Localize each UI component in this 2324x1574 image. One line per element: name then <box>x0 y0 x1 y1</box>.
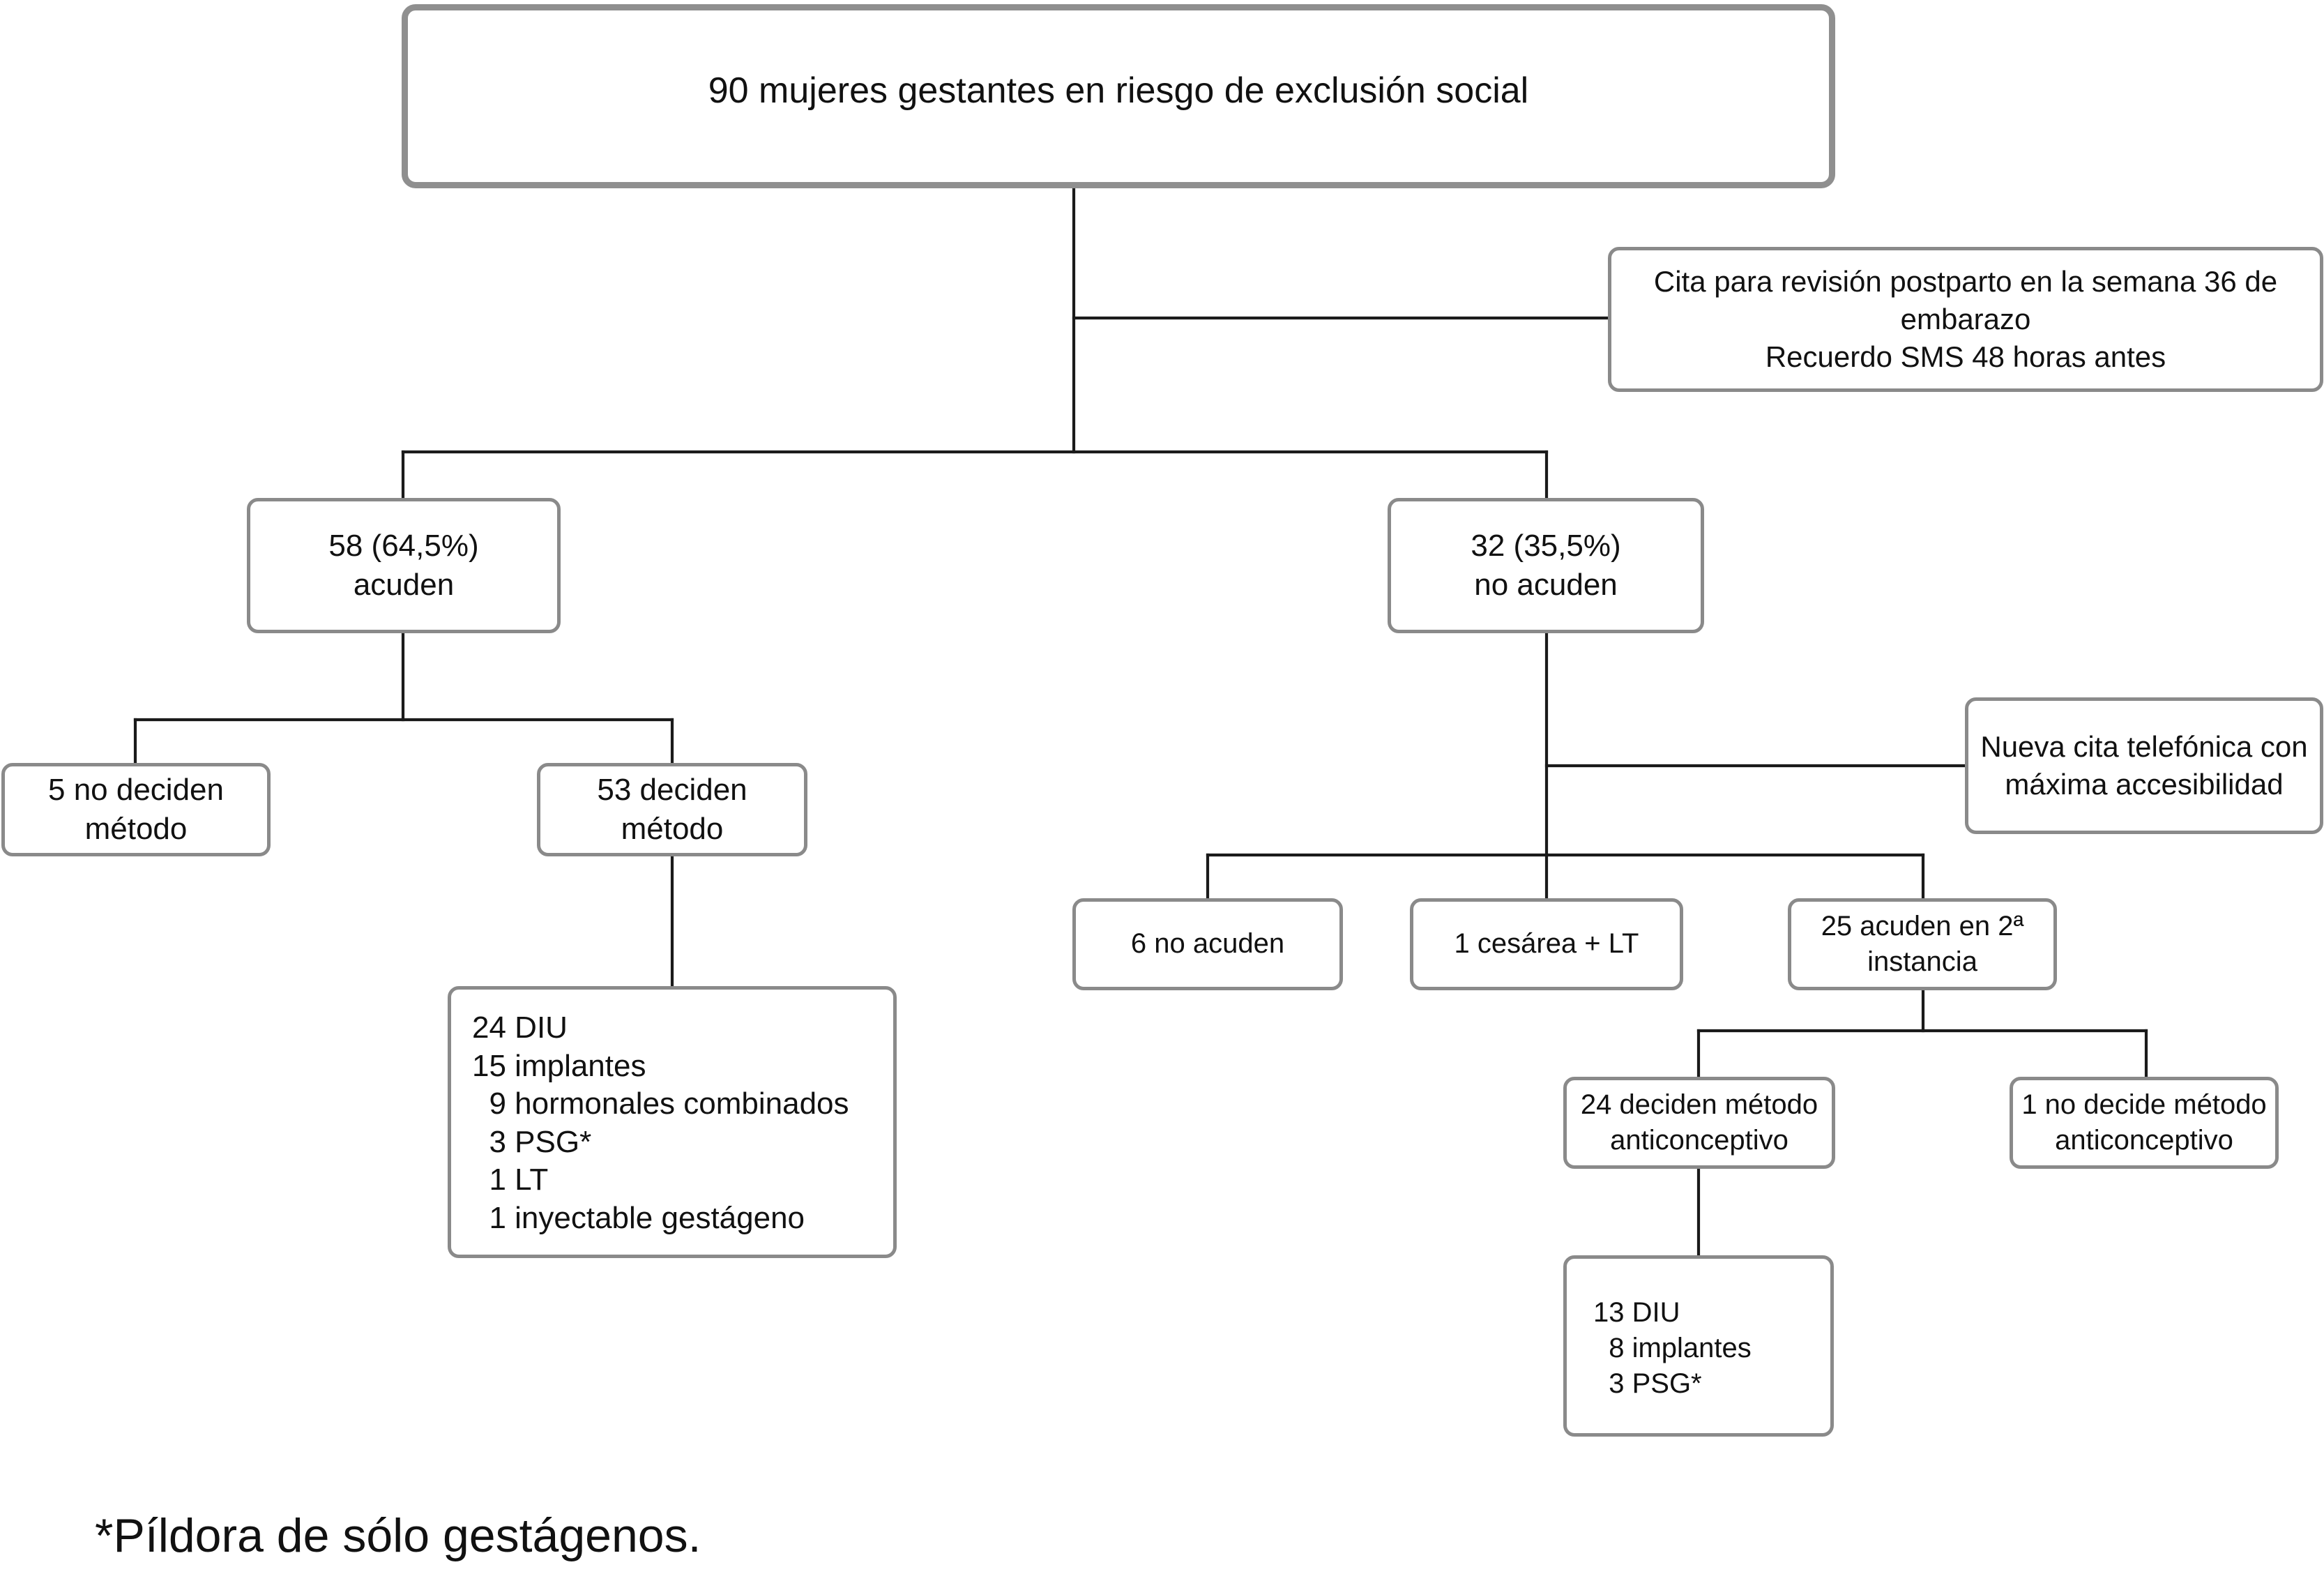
nueva-cita-line-1: Nueva cita telefónica con <box>1980 730 2308 764</box>
right-method-diu: 13 DIU <box>1593 1297 1680 1328</box>
method-implantes: 15 implantes <box>472 1048 646 1083</box>
root-node: 90 mujeres gestantes en riesgo de exclus… <box>402 4 1835 188</box>
no-acuden-label: no acuden <box>1474 568 1618 602</box>
no-acuden-final-label: 6 no acuden <box>1130 928 1285 960</box>
cita-note: Cita para revisión postparto en la seman… <box>1608 247 2323 392</box>
cesarea-node: 1 cesárea + LT <box>1410 898 1683 990</box>
no-deciden-line-2: método <box>84 812 188 846</box>
segunda-instancia-node: 25 acuden en 2ª instancia <box>1788 898 2057 990</box>
cita-note-line-1: Cita para revisión postparto en la seman… <box>1653 265 2278 298</box>
method-lt: 1 LT <box>472 1163 549 1197</box>
cita-note-line-2: embarazo <box>1900 303 2031 336</box>
nueva-cita-note: Nueva cita telefónica con máxima accesib… <box>1965 697 2323 834</box>
cesarea-label: 1 cesárea + LT <box>1454 928 1639 960</box>
segunda-methods-list: 13 DIU 8 implantes 3 PSG* <box>1563 1255 1834 1437</box>
acuden-label: acuden <box>353 568 455 602</box>
right-method-implantes: 8 implantes <box>1593 1333 1752 1364</box>
method-inyectable: 1 inyectable gestágeno <box>472 1200 805 1235</box>
no-deciden-node: 5 no deciden método <box>1 763 271 856</box>
right-method-psg: 3 PSG* <box>1593 1368 1702 1400</box>
footnote: *Píldora de sólo gestágenos. <box>95 1509 701 1562</box>
cita-note-line-3: Recuerdo SMS 48 horas antes <box>1765 340 2166 373</box>
no-deciden-line-1: 5 no deciden <box>48 772 224 807</box>
method-psg: 3 PSG* <box>472 1124 592 1159</box>
nueva-cita-line-2: máxima accesibilidad <box>2005 768 2284 801</box>
deciden-node: 53 deciden método <box>537 763 807 856</box>
acuden-count: 58 (64,5%) <box>328 528 479 563</box>
no-acuden-node: 32 (35,5%) no acuden <box>1388 498 1704 633</box>
no-decide-line-1: 1 no decide método <box>2021 1089 2267 1120</box>
no-acuden-count: 32 (35,5%) <box>1471 528 1621 563</box>
no-acuden-final-node: 6 no acuden <box>1072 898 1343 990</box>
segunda-line-2: instancia <box>1867 946 1977 977</box>
acuden-methods-list: 24 DIU 15 implantes 9 hormonales combina… <box>448 986 897 1258</box>
acuden-node: 58 (64,5%) acuden <box>247 498 561 633</box>
method-hormonales: 9 hormonales combinados <box>472 1087 849 1121</box>
segunda-line-1: 25 acuden en 2ª <box>1821 910 2024 941</box>
deciden-line-1: 53 deciden <box>597 772 747 807</box>
no-decide-line-2: anticonceptivo <box>2055 1125 2233 1156</box>
method-diu: 24 DIU <box>472 1011 568 1045</box>
deciden-anticonceptivo-line-1: 24 deciden método <box>1580 1089 1818 1120</box>
deciden-anticonceptivo-line-2: anticonceptivo <box>1610 1125 1788 1156</box>
no-decide-node: 1 no decide método anticonceptivo <box>2010 1077 2279 1169</box>
deciden-line-2: método <box>621 812 724 846</box>
root-label: 90 mujeres gestantes en riesgo de exclus… <box>708 70 1529 111</box>
deciden-anticonceptivo-node: 24 deciden método anticonceptivo <box>1563 1077 1835 1169</box>
